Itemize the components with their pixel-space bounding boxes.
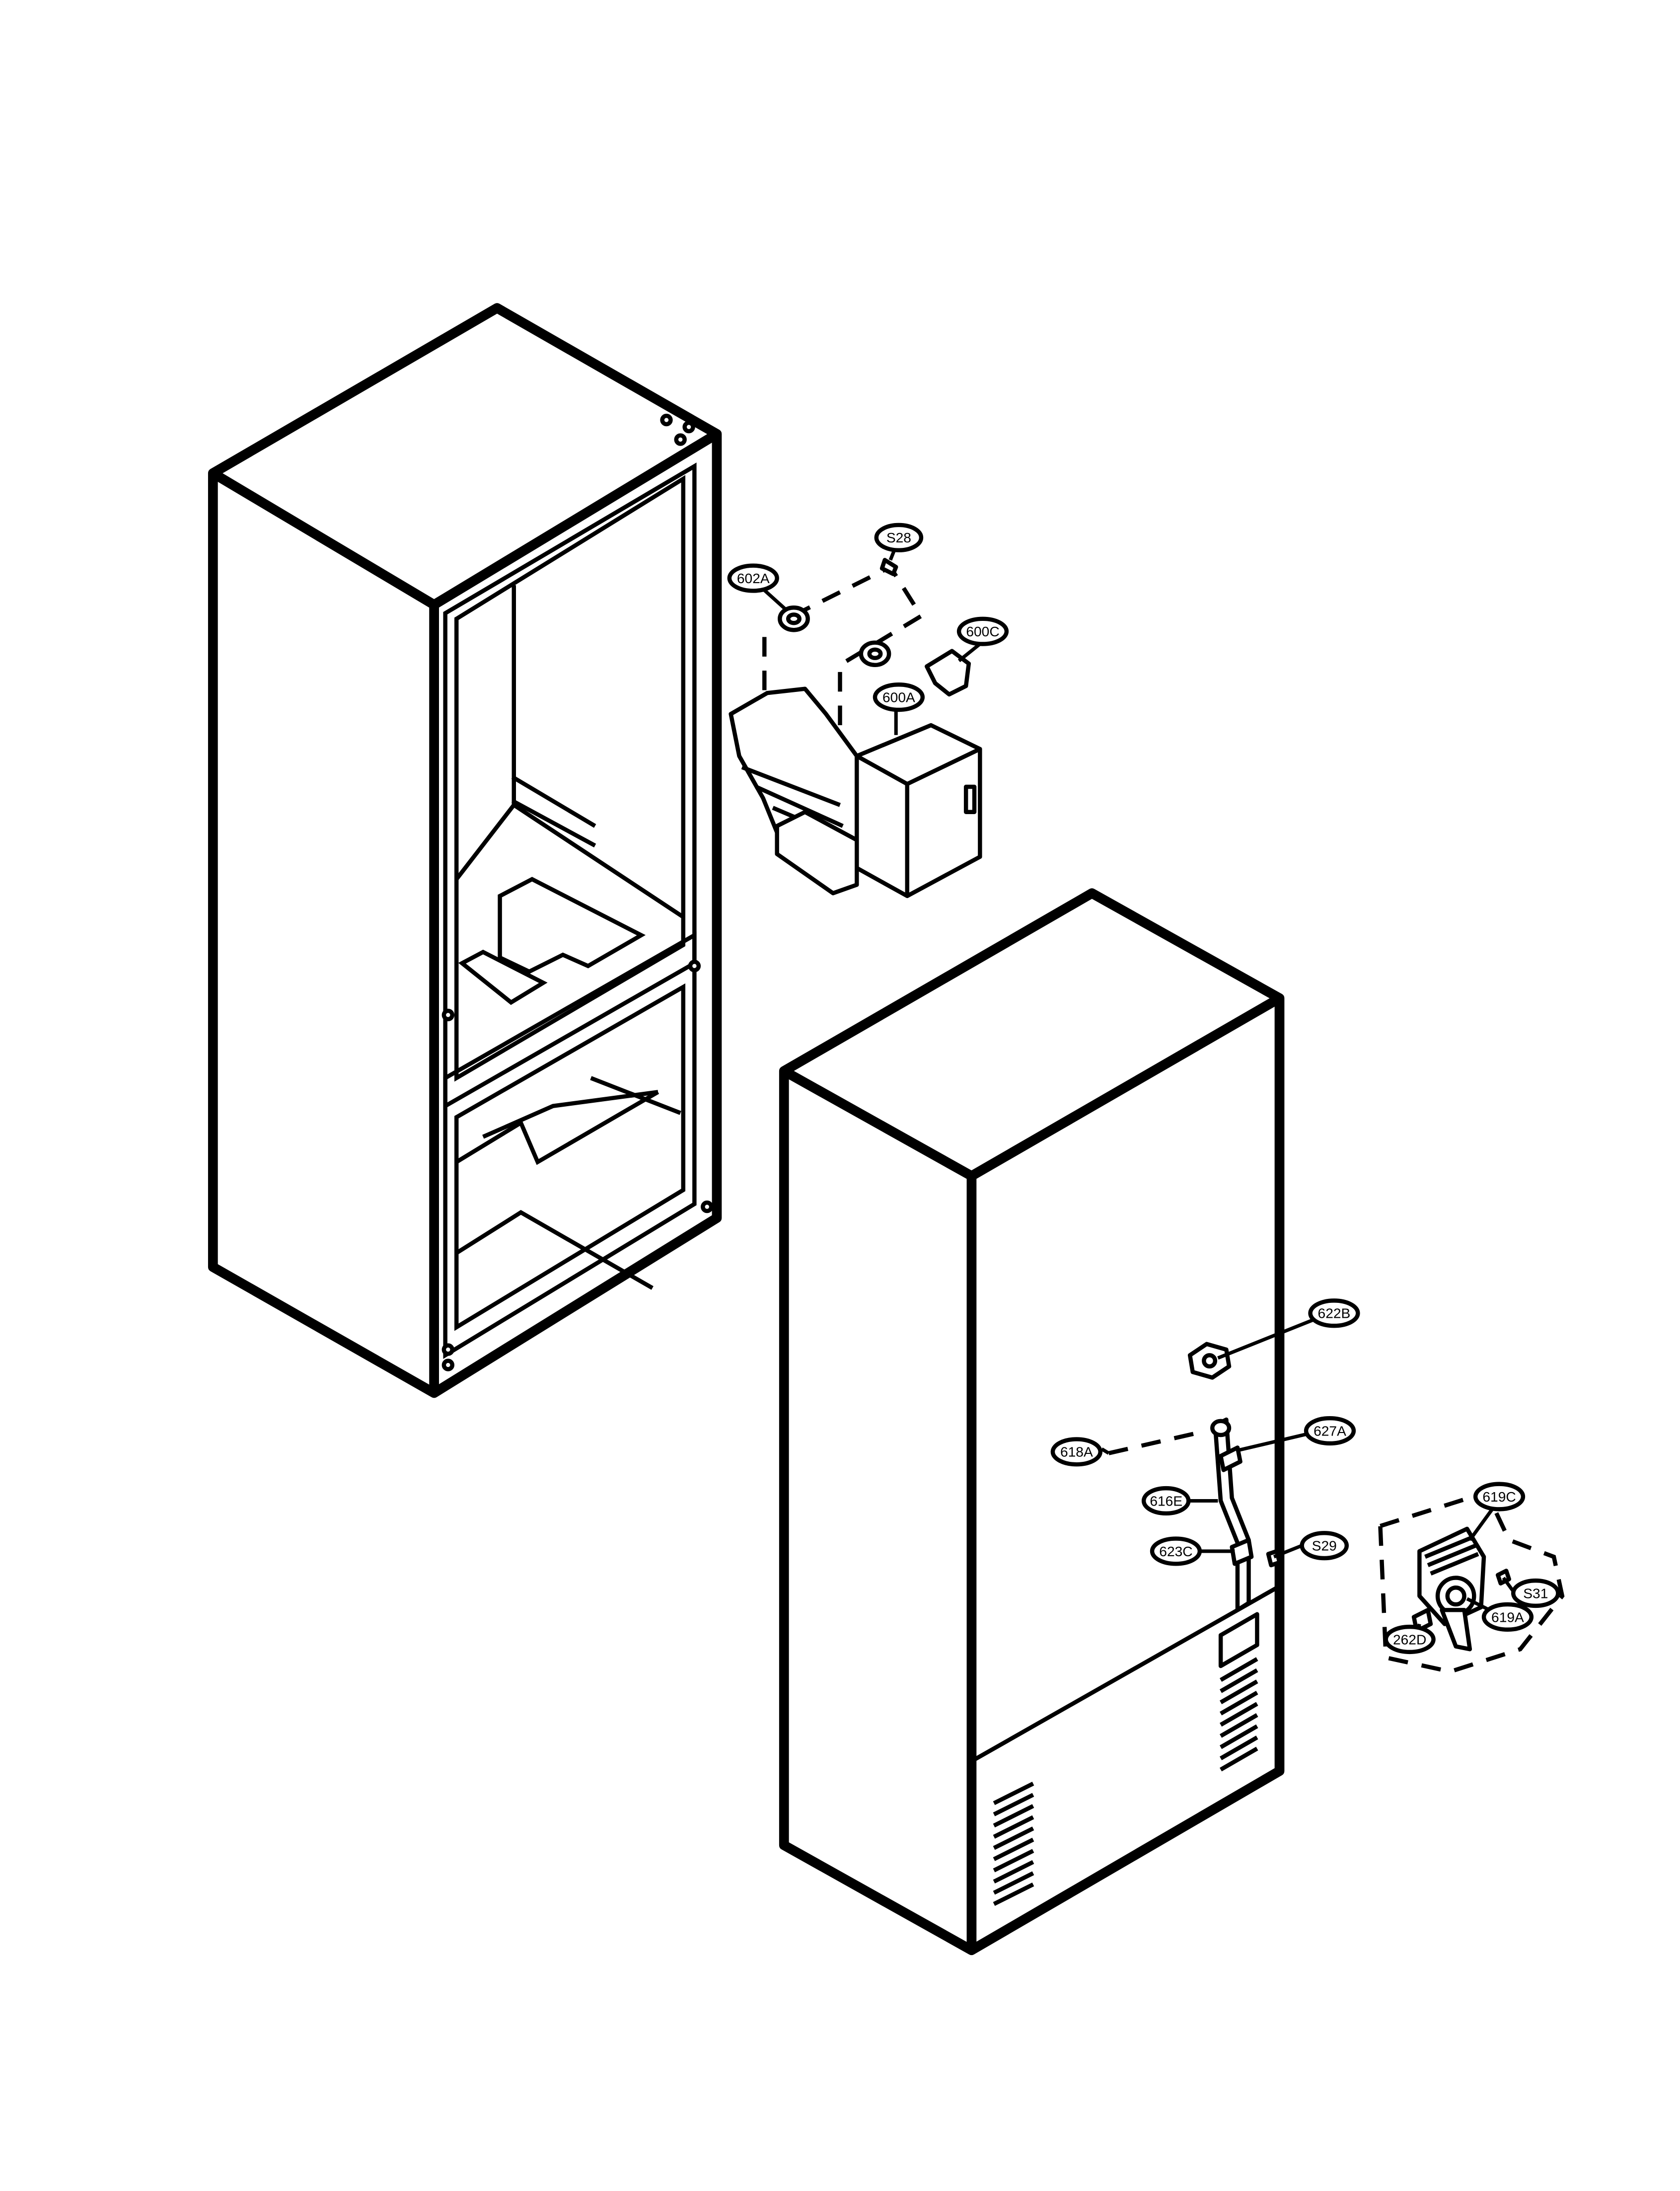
callout-627A: 627A <box>1304 1416 1356 1446</box>
callout-619A: 619A <box>1481 1602 1534 1632</box>
callout-label: 600A <box>882 689 915 705</box>
callout-602A: 602A <box>727 563 779 593</box>
callout-label: 618A <box>1060 1444 1093 1460</box>
vent-grille-right <box>1218 1612 1259 1772</box>
callout-label: 602A <box>737 570 770 586</box>
callout-619C: 619C <box>1473 1482 1526 1511</box>
callout-618A: 618A <box>1050 1437 1102 1467</box>
callout-label: S31 <box>1523 1585 1548 1601</box>
callout-label: 600C <box>966 623 999 639</box>
callout-S28: S28 <box>874 523 924 552</box>
callout-600A: 600A <box>873 682 925 712</box>
cabinet-rear <box>779 888 1285 1956</box>
callout-S31: S31 <box>1511 1578 1560 1608</box>
callout-600C: 600C <box>956 616 1009 646</box>
callout-262D: 262D <box>1384 1624 1436 1655</box>
callout-622B: 622B <box>1308 1298 1360 1328</box>
callout-label: 616E <box>1150 1493 1182 1509</box>
callout-label: 627A <box>1314 1423 1346 1438</box>
cabinet-front-open <box>208 303 722 1398</box>
callout-label: S28 <box>886 529 911 545</box>
vent-grille-left <box>993 1782 1034 1906</box>
callout-623C: 623C <box>1150 1536 1202 1566</box>
callout-label: S29 <box>1312 1538 1337 1554</box>
callout-label: 623C <box>1159 1543 1192 1559</box>
ice-maker-assembly <box>729 558 982 899</box>
callout-label: 622B <box>1318 1305 1351 1321</box>
callout-616E: 616E <box>1141 1486 1191 1516</box>
callout-S29: S29 <box>1300 1531 1349 1561</box>
callout-label: 262D <box>1393 1631 1426 1647</box>
callout-label: 619A <box>1491 1609 1524 1625</box>
callout-label: 619C <box>1482 1489 1516 1505</box>
